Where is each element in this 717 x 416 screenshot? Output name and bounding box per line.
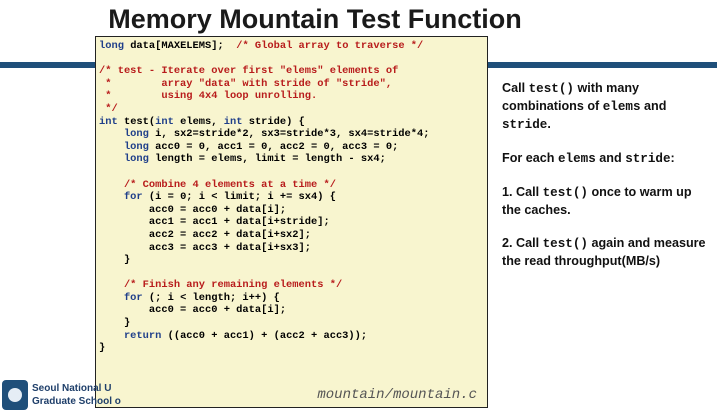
note-text: . [547,117,551,131]
logo-line-2: Graduate School o [32,396,121,407]
code-line: for (i = 0; i < limit; i += sx4) { [99,191,429,204]
note-text: with many combinations of [502,81,640,113]
code-keyword: long [99,40,131,52]
code-text: acc0 = acc0 + data[i]; [99,203,287,216]
code-line [99,267,429,280]
code-line: long length = elems, limit = length - sx… [99,153,429,166]
code-line: long acc0 = 0, acc1 = 0, acc2 = 0, acc3 … [99,141,429,154]
code-line: * using 4x4 loop unrolling. [99,90,429,103]
code-comment: /* Global array to traverse */ [236,40,424,52]
slide-title: Memory Mountain Test Function [108,4,522,34]
code-line: long i, sx2=stride*2, sx3=stride*3, sx4=… [99,128,430,141]
code-filename: mountain/mountain.c [317,387,477,403]
code-line: } [99,254,429,267]
code-keyword: int [223,115,249,128]
code-line: long data[MAXELEMS]; /* Global array to … [99,40,429,53]
code-line: * array "data" with stride of "stride", [99,78,429,91]
code-line: /* Finish any remaining elements */ [99,279,429,292]
code-keyword: long [99,140,156,153]
code-line [99,53,429,66]
code-comment: /* Finish any remaining elements */ [99,279,343,292]
note-text: and [595,151,626,165]
code-line: acc0 = acc0 + data[i]; [99,204,429,217]
code-line: /* Combine 4 elements at a time */ [99,179,429,192]
logo-line-1: Seoul National U [32,383,112,394]
code-line: int test(int elems, int stride) { [99,116,429,129]
code-text: acc1 = acc1 + data[i+stride]; [99,216,330,229]
code-line: } [99,317,429,330]
code-text: } [99,342,106,355]
code-box: long data[MAXELEMS]; /* Global array to … [95,36,488,408]
university-logo: Seoul National U Graduate School o [2,378,121,416]
code-text: data[MAXELEMS]; [130,40,237,52]
code-comment: /* Combine 4 elements at a time */ [99,178,336,191]
note-code-term: stride [625,152,671,166]
note-code-term: test() [542,186,588,200]
code-line: } [99,342,429,355]
code-comment: * using 4x4 loop unrolling. [99,90,318,103]
note-text: 1. Call [502,185,543,199]
code-line: /* test - Iterate over first "elems" ele… [99,65,429,78]
code-keyword: int [99,115,124,128]
code-text: (i = 0; i < limit; i += sx4) { [148,191,336,204]
code-text: acc0 = 0, acc1 = 0, acc2 = 0, acc3 = 0; [155,140,399,153]
code-keyword: long [99,153,156,166]
code-comment: */ [99,102,118,115]
note-code-term: elems [602,100,641,114]
code-text: } [99,317,131,330]
code-line [99,166,429,179]
note-text: and [640,99,667,113]
code-listing: long data[MAXELEMS]; /* Global array to … [99,40,429,355]
note-text: Call [502,81,529,95]
note-code-term: elems [558,152,596,166]
note-text: : [670,151,675,165]
code-line: */ [99,103,429,116]
note-text: once to warm up the caches. [502,185,692,217]
code-text: test( [123,115,156,128]
code-text: stride) { [248,115,305,128]
note-paragraph: 2. Call test() again and measure the rea… [502,235,707,270]
code-line: for (; i < length; i++) { [99,292,429,305]
note-paragraph: 1. Call test() once to warm up the cache… [502,184,707,219]
note-text: 2. Call [502,236,543,250]
code-line: acc3 = acc3 + data[i+sx3]; [99,242,429,255]
code-line: acc1 = acc1 + data[i+stride]; [99,216,429,229]
note-text: For each [502,151,558,165]
code-text: } [99,254,131,267]
code-line: return ((acc0 + acc1) + (acc2 + acc3)); [99,330,429,343]
code-text: (; i < length; i++) { [148,291,280,304]
note-code-term: test() [528,82,574,96]
code-keyword: int [155,115,181,128]
code-line: acc2 = acc2 + data[i+sx2]; [99,229,429,242]
code-text: elems, [180,115,224,128]
note-paragraph: Call test() with many combinations of el… [502,80,707,134]
code-text: acc3 = acc3 + data[i+sx3]; [99,241,312,254]
notes-panel: Call test() with many combinations of el… [502,80,707,286]
note-text: again and measure the read throughput(MB… [502,236,706,268]
note-paragraph: For each elems and stride: [502,150,707,168]
code-text: length = elems, limit = length - sx4; [155,153,386,166]
code-comment: /* test - Iterate over first "elems" ele… [99,65,399,78]
code-comment: * array "data" with stride of "stride", [99,77,393,90]
code-text: ((acc0 + acc1) + (acc2 + acc3)); [167,329,368,342]
code-line: acc0 = acc0 + data[i]; [99,304,429,317]
note-code-term: stride [502,118,548,132]
code-text: acc0 = acc0 + data[i]; [99,304,287,317]
code-text: acc2 = acc2 + data[i+sx2]; [99,228,312,241]
code-keyword: for [99,191,149,204]
note-code-term: test() [542,237,588,251]
code-keyword: long [99,128,156,141]
code-text: i, sx2=stride*2, sx3=stride*3, sx4=strid… [155,128,430,141]
university-seal-icon [2,380,28,410]
code-keyword: for [99,291,149,304]
code-keyword: return [99,329,168,342]
